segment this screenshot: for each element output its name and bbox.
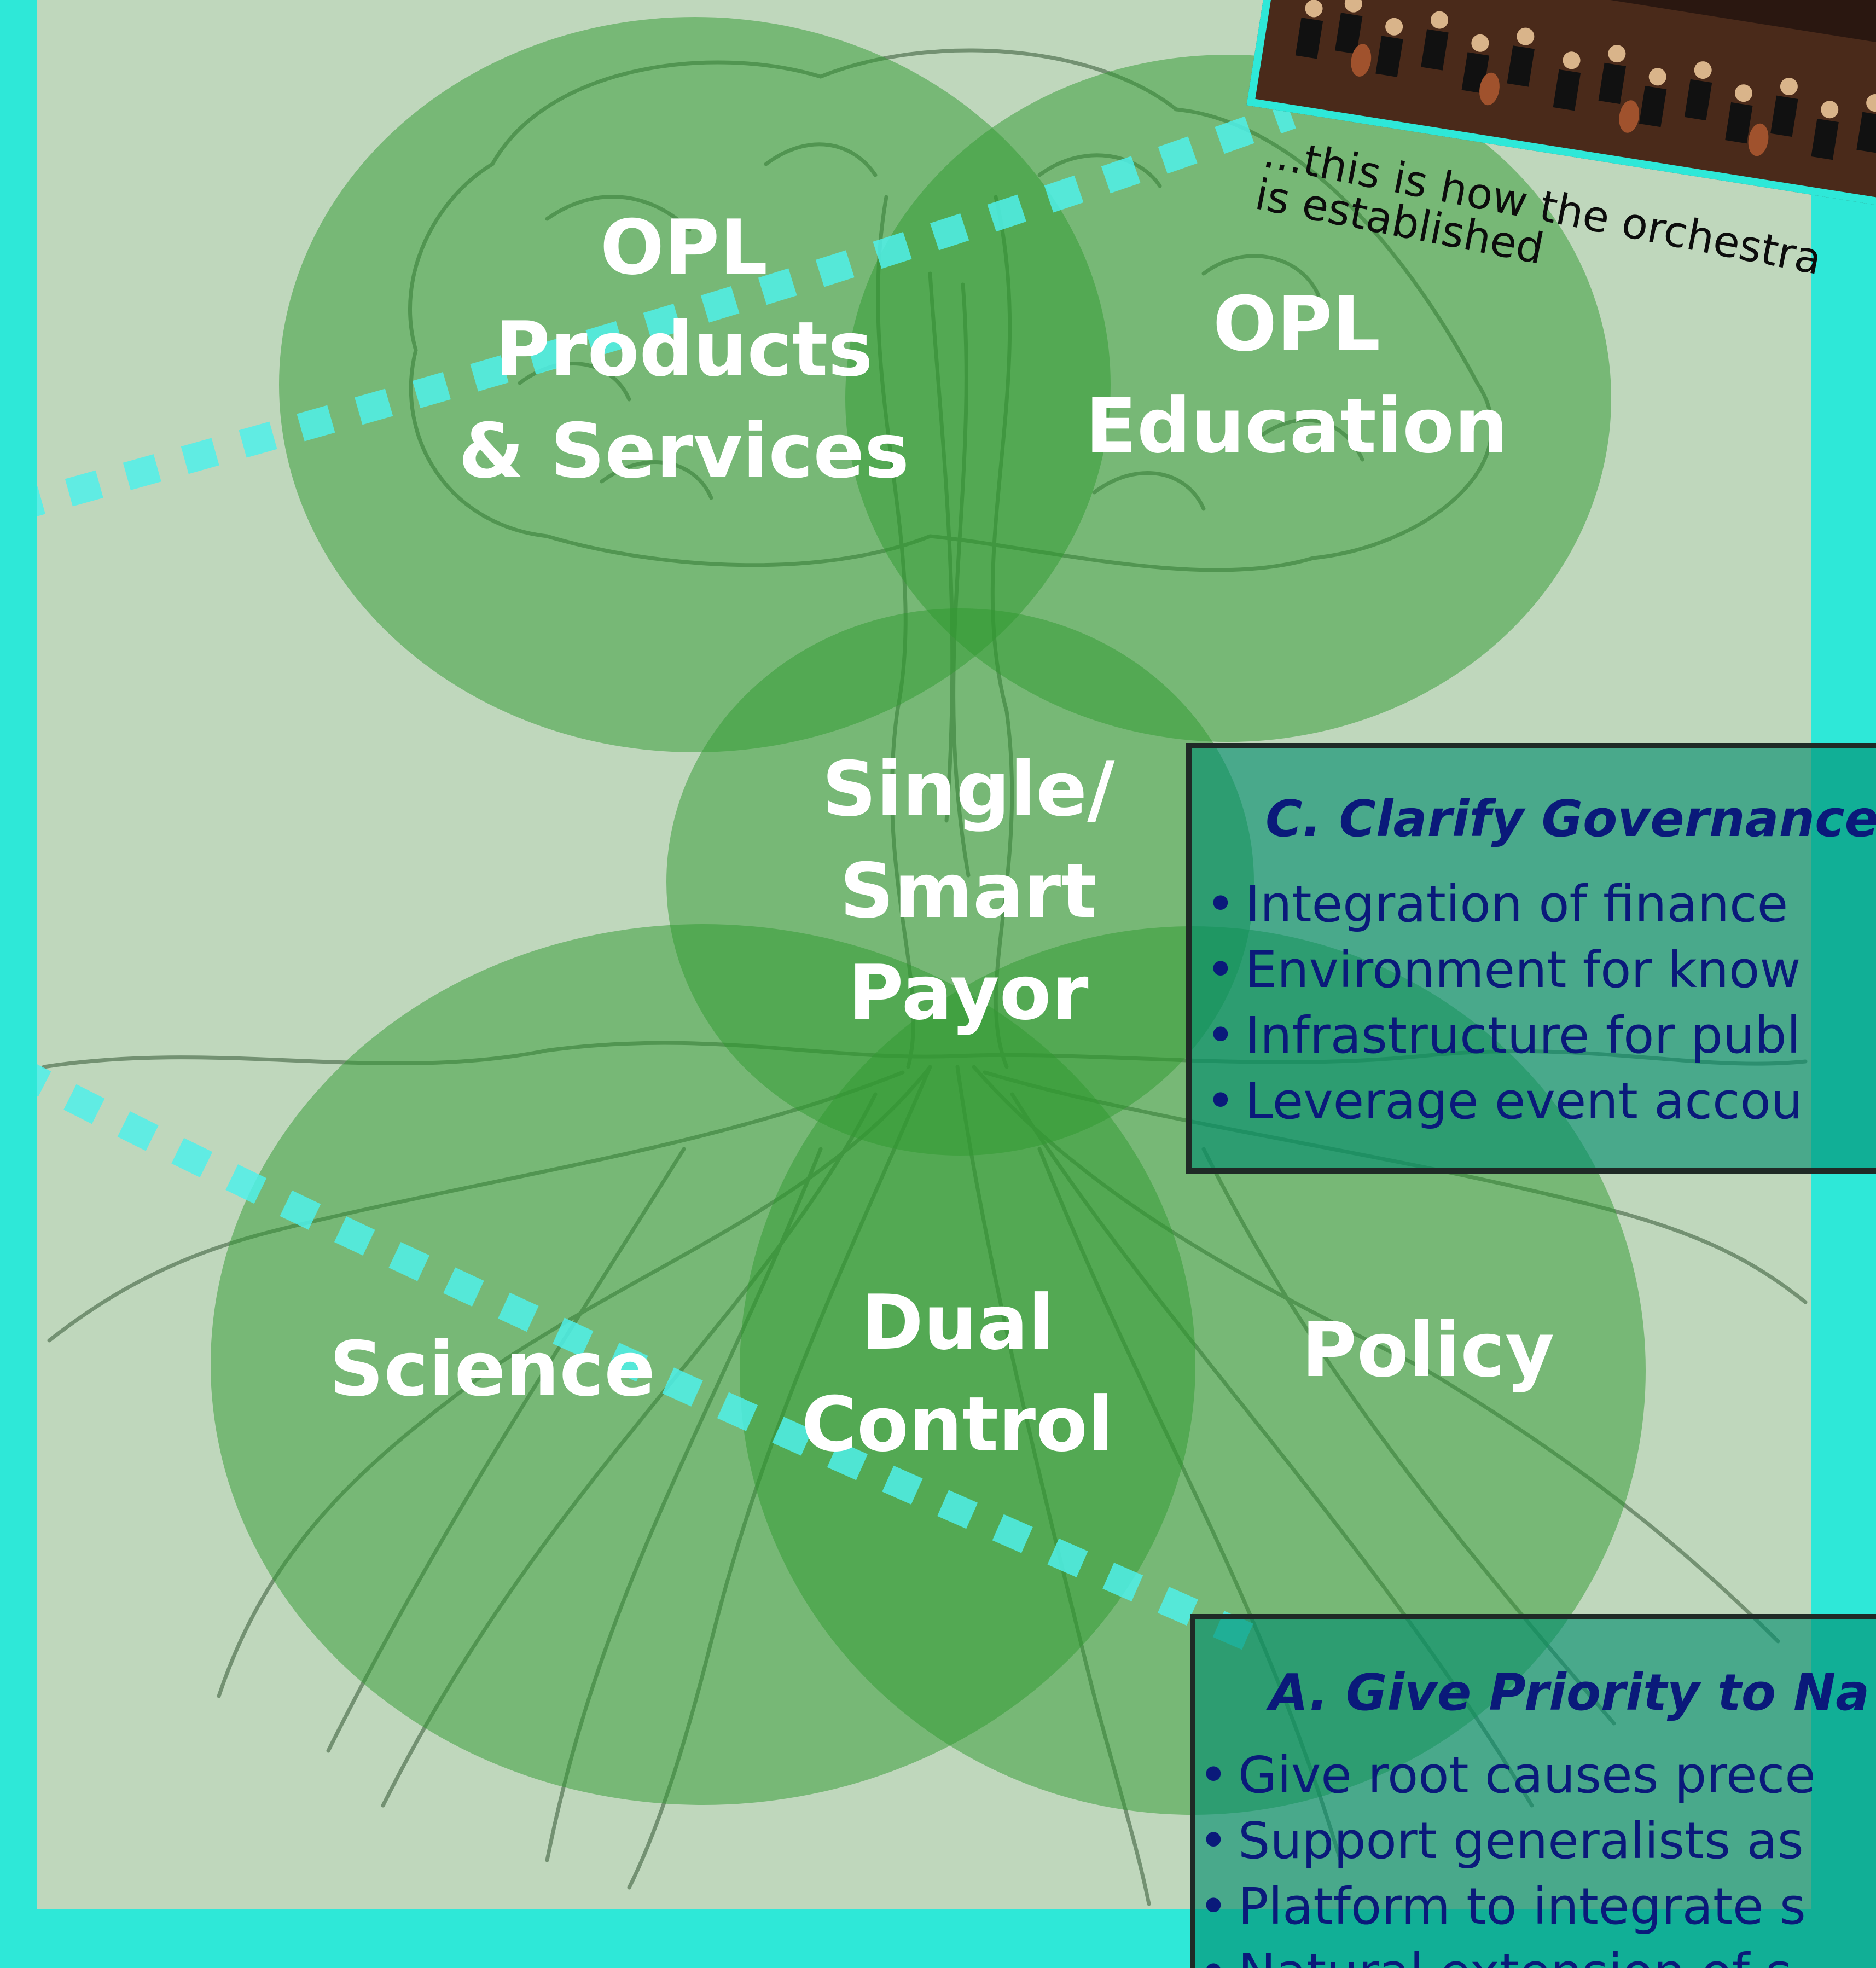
priority-item-3: •Platform to integrate s: [1195, 1874, 1816, 1940]
governance-item-2-text: Environment for know: [1245, 941, 1801, 999]
label-education-line-2: Education: [1085, 382, 1508, 470]
label-products-line-1: OPL: [600, 204, 768, 292]
label-products-line-2: Products: [495, 305, 873, 393]
priority-box: A. Give Priority to Na •Give root causes…: [1190, 1614, 1876, 1968]
bullet-icon: •: [1198, 1877, 1228, 1936]
label-payor-line-2: Smart: [839, 847, 1097, 935]
bullet-icon: •: [1205, 1006, 1235, 1065]
label-payor: Single/ Smart Payor: [777, 739, 1160, 1044]
label-payor-line-3: Payor: [848, 949, 1089, 1037]
priority-item-1: •Give root causes prece: [1195, 1743, 1816, 1808]
label-education: OPL Education: [1039, 274, 1554, 477]
priority-item-2: •Support generalists as: [1195, 1808, 1816, 1874]
label-products-line-3: & Services: [458, 407, 910, 495]
label-policy: Policy: [1258, 1299, 1598, 1401]
priority-item-2-text: Support generalists as: [1238, 1812, 1804, 1870]
venn-circles: [211, 17, 1646, 1815]
bullet-icon: •: [1198, 1812, 1228, 1870]
priority-box-title: A. Give Priority to Na: [1269, 1663, 1870, 1722]
label-policy-line-1: Policy: [1301, 1306, 1555, 1394]
priority-item-4: •Natural extension of s: [1195, 1940, 1816, 1968]
bullet-icon: •: [1198, 1746, 1228, 1804]
priority-item-3-text: Platform to integrate s: [1238, 1877, 1806, 1936]
governance-item-1-text: Integration of finance: [1245, 875, 1788, 933]
bullet-icon: •: [1205, 875, 1235, 933]
orchestra-photo-icon: [1246, 0, 1876, 211]
label-science: Science: [295, 1319, 689, 1420]
governance-box-list: •Integration of finance •Environment for…: [1192, 872, 1803, 1134]
governance-item-1: •Integration of finance: [1192, 872, 1803, 937]
dotted-path: [7, 101, 1296, 1654]
governance-item-3: •Infrastructure for publ: [1192, 1003, 1803, 1069]
priority-item-4-text: Natural extension of s: [1238, 1943, 1792, 1968]
label-education-line-1: OPL: [1212, 280, 1381, 368]
label-products: OPL Products & Services: [416, 197, 952, 502]
bullet-icon: •: [1205, 1072, 1235, 1130]
bullet-icon: •: [1205, 941, 1235, 999]
governance-box-title: C. Clarify Governance: [1265, 789, 1876, 848]
governance-box: C. Clarify Governance •Integration of fi…: [1186, 743, 1876, 1174]
governance-item-4: •Leverage event accou: [1192, 1069, 1803, 1134]
label-dual-control-line-2: Control: [801, 1380, 1114, 1468]
governance-item-4-text: Leverage event accou: [1245, 1072, 1803, 1130]
label-dual-control: Dual Control: [766, 1272, 1149, 1476]
circle-education: [845, 55, 1611, 742]
label-payor-line-1: Single/: [822, 745, 1115, 833]
governance-item-3-text: Infrastructure for publ: [1245, 1006, 1801, 1065]
label-science-line-1: Science: [329, 1325, 655, 1413]
priority-box-list: •Give root causes prece •Support general…: [1195, 1743, 1816, 1968]
priority-item-1-text: Give root causes prece: [1238, 1746, 1816, 1804]
governance-item-2: •Environment for know: [1192, 937, 1803, 1003]
label-dual-control-line-1: Dual: [861, 1279, 1054, 1367]
bullet-icon: •: [1195, 1940, 1238, 1968]
